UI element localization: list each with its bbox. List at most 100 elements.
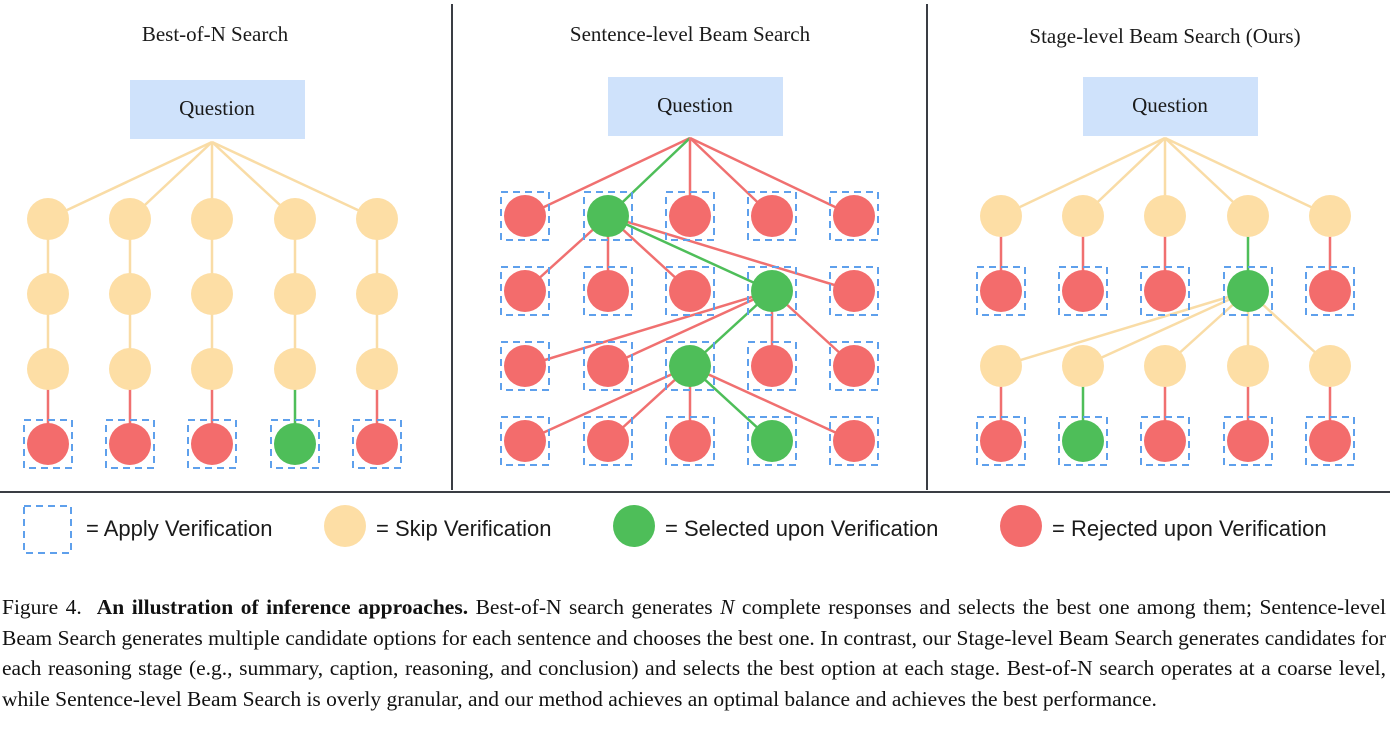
skip-node [274,348,316,390]
skip-node [356,198,398,240]
verification-box [829,266,879,316]
rejected-node [587,420,629,462]
question-box-sentence-level [608,77,783,136]
legend-selected-label: = Selected upon Verification [665,516,938,541]
rejected-node [669,195,711,237]
caption-bold: An illustration of inference approaches. [96,595,469,619]
rejected-node [980,270,1022,312]
caption-part2: complete responses and selects the best … [2,595,1386,711]
rejected-node [109,423,151,465]
skip-node [191,273,233,315]
panel-title-stage-level: Stage-level Beam Search (Ours) [1029,24,1300,48]
verification-box [583,341,633,391]
question-label: Question [179,96,255,120]
edge-line [1000,289,1249,368]
edge-line [689,136,855,218]
legend-skip-verification-icon [324,505,366,547]
legend-apply-verification-label: = Apply Verification [86,516,273,541]
verification-box [976,416,1026,466]
rejected-node [504,420,546,462]
verification-box [1223,266,1273,316]
verification-box [105,419,155,469]
rejected-node [1062,270,1104,312]
edge-line [211,140,378,221]
rejected-node [356,423,398,465]
verification-box [829,341,879,391]
edge-line [524,289,773,368]
figure-caption: Figure 4. An illustration of inference a… [2,592,1386,714]
skip-node [27,198,69,240]
skip-node [980,345,1022,387]
selected-node [751,420,793,462]
skip-node [27,273,69,315]
edge-line [1000,136,1166,218]
verification-box [1140,266,1190,316]
caption-part1: Best-of-N search generates [468,595,721,619]
question-label: Question [1132,93,1208,117]
legend-rejected-label: = Rejected upon Verification [1052,516,1327,541]
edge-line [47,140,213,221]
skip-node [1062,345,1104,387]
rejected-node [980,420,1022,462]
verification-box [583,266,633,316]
rejected-node [504,195,546,237]
verification-box [829,191,879,241]
skip-node [109,348,151,390]
verification-box [1140,416,1190,466]
selected-node [1227,270,1269,312]
selected-node [274,423,316,465]
rejected-node [833,420,875,462]
edge-line [689,364,855,443]
rejected-node [504,345,546,387]
edge-line [1164,136,1331,218]
question-label: Question [657,93,733,117]
verification-box [270,419,320,469]
skip-node [1227,345,1269,387]
verification-box [1305,266,1355,316]
skip-node [980,195,1022,237]
inference-diagram: Best-of-N Search Sentence-level Beam Sea… [0,4,1390,554]
edge-line [607,214,773,293]
skip-node [1309,195,1351,237]
verification-box [1058,266,1108,316]
verification-box [352,419,402,469]
rejected-node [27,423,69,465]
verification-box [500,416,550,466]
selected-node [587,195,629,237]
skip-node [1227,195,1269,237]
selected-node [1062,420,1104,462]
rejected-node [1309,270,1351,312]
skip-node [191,198,233,240]
panel-title-best-of-n: Best-of-N Search [142,22,289,46]
skip-node [27,348,69,390]
verification-box [665,416,715,466]
skip-node [356,273,398,315]
verification-box [976,266,1026,316]
verification-box [1058,416,1108,466]
verification-box [747,191,797,241]
verification-box [187,419,237,469]
verification-box [665,191,715,241]
skip-node [191,348,233,390]
verification-box [1305,416,1355,466]
edge-line [1082,289,1249,368]
caption-prefix: Figure 4. [2,595,82,619]
selected-node [751,270,793,312]
rejected-node [1144,270,1186,312]
rejected-node [191,423,233,465]
legend-apply-verification-icon [23,505,72,554]
selected-node [669,345,711,387]
skip-node [1144,195,1186,237]
edge-line [607,214,855,293]
verification-box [500,191,550,241]
legend-selected-icon [613,505,655,547]
question-box-stage-level [1083,77,1258,136]
verification-box [665,341,715,391]
rejected-node [587,345,629,387]
legend-rejected-icon [1000,505,1042,547]
rejected-node [1309,420,1351,462]
skip-node [274,198,316,240]
skip-node [1309,345,1351,387]
verification-box [500,341,550,391]
edge-line [524,364,691,443]
